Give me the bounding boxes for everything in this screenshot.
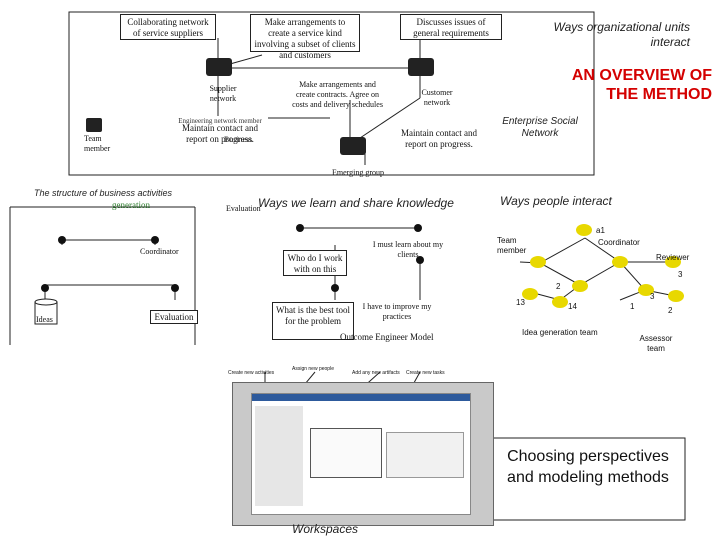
people-label-2b: 2 — [556, 282, 561, 291]
people-avatar-4 — [572, 280, 588, 292]
people-label-2: 2 — [668, 306, 673, 315]
knowledge-title: Ways we learn and share knowledge — [258, 196, 454, 210]
create-activities-label: Create new activities — [228, 370, 275, 376]
people-team-member-label: Team member — [497, 236, 527, 255]
maintain-box-2: Maintain contact and report on progress. — [393, 126, 485, 150]
people-avatar-2 — [612, 256, 628, 268]
people-label-13: 13 — [516, 298, 525, 307]
ideas-label: Ideas — [36, 315, 53, 324]
people-coordinator-label: Coordinator — [598, 238, 640, 247]
discuss-box: Discusses issues of general requirements — [400, 14, 502, 40]
people-label-1: 1 — [630, 302, 635, 311]
maintain-sub-label: Business — [224, 135, 253, 144]
learn-label: I must learn about my clients — [372, 240, 444, 259]
workspace-screenshot — [232, 382, 494, 526]
business-coordinator-label: Coordinator — [140, 247, 179, 256]
idea-team-label: Idea generation team — [522, 328, 598, 337]
people-avatar-8 — [552, 296, 568, 308]
team-node-icon — [86, 118, 102, 132]
people-avatar-3 — [530, 256, 546, 268]
maintain-overlap-label: Engineering network member — [178, 117, 262, 125]
improve-label: I have to improve my practices — [362, 302, 432, 321]
emerging-group-label: Emerging group — [331, 168, 385, 177]
workspace-window — [251, 393, 471, 515]
business-structure-title: The structure of business activities — [34, 188, 173, 198]
make-arrangements-label: Make arrangements and create contracts. … — [292, 80, 383, 109]
overview-title: AN OVERVIEW OF THE METHOD — [571, 67, 712, 103]
people-title: Ways people interact — [500, 194, 612, 208]
supplier-label: Supplier network — [209, 84, 237, 103]
workspace-sidebar — [255, 406, 303, 506]
assign-people-label: Assign new people — [292, 366, 334, 372]
org-frame — [68, 11, 595, 176]
create-tasks-label: Create new tasks — [406, 370, 445, 376]
arrangement-box: Make arrangements to create a service ki… — [250, 14, 360, 60]
people-avatar-7 — [668, 290, 684, 302]
team-member-label: Team member — [84, 134, 111, 153]
workspaces-caption: Workspaces — [292, 522, 359, 536]
people-avatar-6 — [638, 284, 654, 296]
collab-network-box: Collaborating network of service supplie… — [120, 14, 216, 40]
choosing-text: Choosing perspectives and modeling metho… — [507, 448, 669, 486]
maintain-node-icon — [340, 137, 366, 155]
workspace-header-bar — [252, 394, 470, 401]
people-label-a1: a1 — [596, 226, 605, 235]
customer-node-icon — [408, 58, 434, 76]
assessor-team-label: Assessor team — [639, 334, 673, 353]
enterprise-network-label: Enterprise Social Network — [502, 116, 578, 139]
people-avatar-9 — [522, 288, 538, 300]
people-reviewer-label: Reviewer — [656, 253, 690, 262]
customer-label: Customer network — [421, 88, 453, 107]
evaluation-box: Evaluation — [150, 310, 198, 324]
overlap-label: Outcome Engineer Model — [340, 332, 434, 342]
maintain-box-1: Engineering network member Maintain cont… — [172, 116, 268, 146]
generation-label: generation — [112, 200, 150, 210]
workspace-table-panel — [386, 432, 464, 478]
people-label-3b: 3 — [650, 292, 655, 301]
add-artifacts-label: Add any new artifacts — [352, 370, 400, 376]
people-avatar-5 — [665, 256, 681, 268]
workspace-graph-panel — [310, 428, 382, 478]
supplier-node-icon — [206, 58, 232, 76]
maintain-box-1-text: Maintain contact and report on progress. — [182, 123, 258, 144]
who-box: Who do I work with on this — [283, 250, 347, 276]
people-avatar-1 — [576, 224, 592, 236]
knowledge-evaluation-label: Evaluation — [226, 204, 261, 213]
best-tool-box: What is the best tool for the problem — [272, 302, 354, 340]
people-label-3: 3 — [678, 270, 683, 279]
people-label-14: 14 — [568, 302, 577, 311]
ways-units-title: Ways organizational units interact — [553, 20, 690, 49]
